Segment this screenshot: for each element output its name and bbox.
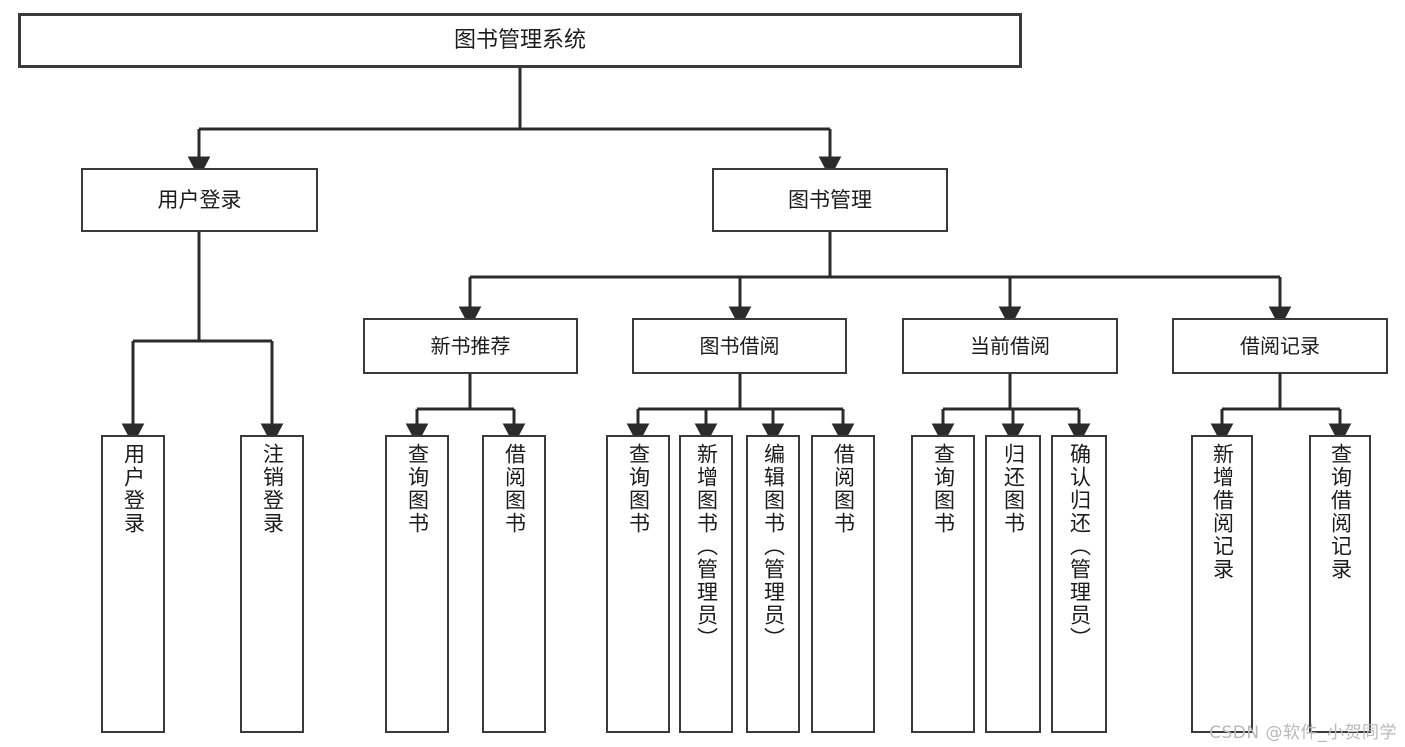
leaf-text-wrap: 注销登录: [242, 443, 302, 535]
node-label: 当前借阅: [970, 333, 1050, 358]
node-leaf-label: 注销登录: [260, 443, 285, 535]
node-leaf-confirm-return[interactable]: 确认归还（管理员）: [1051, 435, 1107, 733]
node-leaf-query-book-1[interactable]: 查询图书: [385, 435, 449, 733]
node-leaf-label: 编辑图书（管理员）: [761, 443, 786, 650]
node-leaf-label: 归还图书: [1001, 443, 1026, 535]
leaf-text-wrap: 确认归还（管理员）: [1053, 443, 1105, 650]
leaf-text-wrap: 查询图书: [387, 443, 447, 535]
node-label: 用户登录: [157, 187, 242, 212]
node-leaf-label: 用户登录: [121, 443, 146, 535]
node-book-manage[interactable]: 图书管理: [712, 168, 948, 232]
node-leaf-edit-book[interactable]: 编辑图书（管理员）: [746, 435, 800, 733]
node-label: 借阅记录: [1240, 333, 1320, 358]
node-leaf-label: 借阅图书: [831, 443, 856, 535]
node-label: 图书管理: [788, 187, 872, 212]
leaf-text-wrap: 借阅图书: [484, 443, 544, 535]
node-leaf-logout[interactable]: 注销登录: [240, 435, 304, 733]
node-root-label: 图书管理系统: [453, 27, 586, 53]
node-leaf-label: 查询图书: [626, 443, 651, 535]
node-leaf-user-login[interactable]: 用户登录: [101, 435, 165, 733]
node-leaf-add-book[interactable]: 新增图书（管理员）: [679, 435, 733, 733]
node-leaf-label: 查询图书: [931, 443, 956, 535]
watermark: CSDN @软件_小贺同学: [1209, 723, 1397, 743]
node-new-book-recommend[interactable]: 新书推荐: [363, 318, 578, 374]
node-leaf-borrow-book-1[interactable]: 借阅图书: [482, 435, 546, 733]
leaf-text-wrap: 编辑图书（管理员）: [748, 443, 798, 650]
leaf-text-wrap: 查询借阅记录: [1311, 443, 1369, 581]
node-label: 新书推荐: [430, 333, 511, 358]
leaf-text-wrap: 归还图书: [987, 443, 1039, 535]
node-book-borrow[interactable]: 图书借阅: [632, 318, 847, 374]
leaf-text-wrap: 新增借阅记录: [1193, 443, 1251, 581]
node-leaf-query-book-3[interactable]: 查询图书: [911, 435, 975, 733]
leaf-text-wrap: 查询图书: [913, 443, 973, 535]
node-user-login[interactable]: 用户登录: [81, 168, 318, 232]
leaf-text-wrap: 借阅图书: [813, 443, 873, 535]
node-label: 图书借阅: [699, 333, 780, 358]
node-leaf-query-book-2[interactable]: 查询图书: [606, 435, 670, 733]
node-leaf-borrow-book-2[interactable]: 借阅图书: [811, 435, 875, 733]
node-current-borrow[interactable]: 当前借阅: [902, 318, 1118, 374]
node-leaf-label: 新增借阅记录: [1210, 443, 1235, 581]
node-leaf-label: 新增图书（管理员）: [694, 443, 719, 650]
node-leaf-add-record[interactable]: 新增借阅记录: [1191, 435, 1253, 733]
leaf-text-wrap: 查询图书: [608, 443, 668, 535]
node-leaf-return-book[interactable]: 归还图书: [985, 435, 1041, 733]
node-leaf-query-record[interactable]: 查询借阅记录: [1309, 435, 1371, 733]
leaf-text-wrap: 用户登录: [103, 443, 163, 535]
node-leaf-label: 查询借阅记录: [1328, 443, 1353, 581]
node-leaf-label: 查询图书: [405, 443, 430, 535]
node-root[interactable]: 图书管理系统: [18, 13, 1022, 68]
node-leaf-label: 借阅图书: [502, 443, 527, 535]
node-borrow-record[interactable]: 借阅记录: [1172, 318, 1388, 374]
node-leaf-label: 确认归还（管理员）: [1067, 443, 1092, 650]
leaf-text-wrap: 新增图书（管理员）: [681, 443, 731, 650]
